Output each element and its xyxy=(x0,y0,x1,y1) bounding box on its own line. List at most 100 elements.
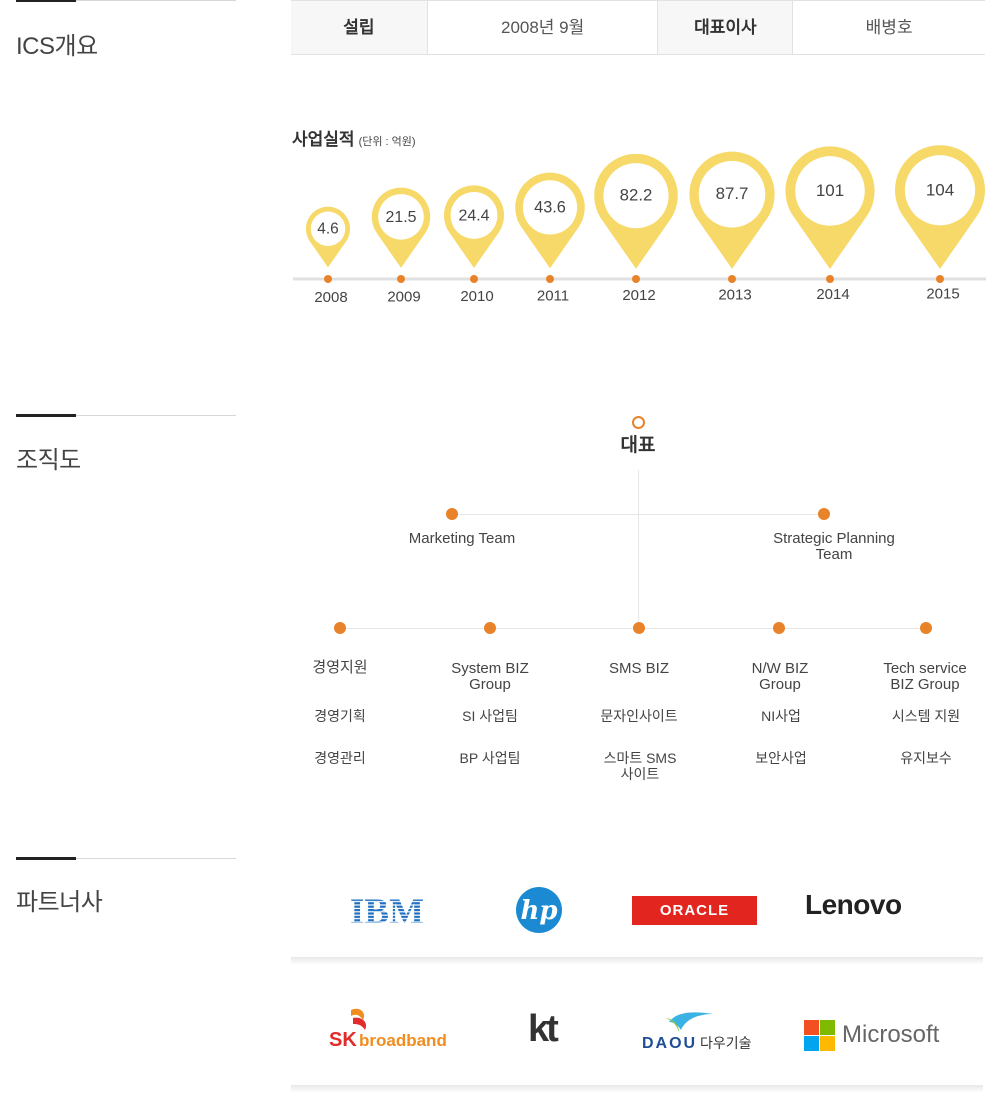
chart-tick-label: 2009 xyxy=(387,289,420,306)
chart-axis-dot xyxy=(936,275,944,283)
chart-pin: 4.6 xyxy=(305,206,351,268)
chart-data-label: 24.4 xyxy=(458,207,489,224)
org-section-divider xyxy=(16,414,236,417)
chart-pin: 104 xyxy=(894,145,985,269)
org-ceo: 대표 xyxy=(620,435,656,456)
chart-axis-dot xyxy=(826,275,834,283)
chart-tick-label: 2012 xyxy=(622,287,655,304)
partners-section-title: 파트너사 xyxy=(16,889,103,916)
org-sub-item: 유지보수 xyxy=(900,750,952,766)
group-node-icon xyxy=(484,622,496,634)
org-sub-item: 문자인사이트 xyxy=(600,708,678,724)
chart-pin: 101 xyxy=(785,146,875,269)
chart-axis-dot xyxy=(397,275,405,283)
org-team-line xyxy=(452,514,824,515)
ibm-logo-text: IBM xyxy=(350,892,424,926)
chart-data-label: 21.5 xyxy=(386,209,417,226)
chart-tick-label: 2008 xyxy=(314,289,347,306)
chart-axis-dot xyxy=(546,275,554,283)
group-node-icon xyxy=(920,622,932,634)
hp-logo-text: hp xyxy=(520,896,557,926)
founded-label: 설립 xyxy=(291,1,427,54)
ceo-node-icon xyxy=(632,416,645,429)
chart-pin: 82.2 xyxy=(594,153,678,269)
chart-data-label: 4.6 xyxy=(317,221,338,238)
org-team-strategic: Strategic Planning Team xyxy=(773,530,895,563)
chart-pin-inner xyxy=(378,194,424,240)
marketing-node-icon xyxy=(446,508,458,520)
kt-logo: kt xyxy=(528,1008,559,1050)
chart-title-text: 사업실적 xyxy=(292,130,355,149)
org-group-management: 경영지원 xyxy=(312,659,368,676)
chart-pin: 43.6 xyxy=(515,172,585,269)
chart-axis-dot xyxy=(324,275,332,283)
chart-pin-inner xyxy=(522,180,578,235)
founded-value: 2008년 9월 xyxy=(426,1,658,54)
chart-tick-label: 2013 xyxy=(718,287,751,304)
chart-pin: 24.4 xyxy=(443,185,505,268)
revenue-chart: 4.6 2008 21.5 2009 24.4 2010 43.6 2011 82.2 2012 8… xyxy=(293,145,986,306)
chart-title: 사업실적(단위 : 억원) xyxy=(292,125,416,150)
org-group-sms: SMS BIZ xyxy=(608,660,669,677)
ceo-value: 배병호 xyxy=(792,1,985,54)
chart-pin-inner xyxy=(795,156,865,226)
daou-logo-korean: 다우기술 xyxy=(700,1036,752,1052)
chart-pin-inner xyxy=(450,191,498,239)
chart-data-label: 87.7 xyxy=(716,184,749,203)
strategic-node-icon xyxy=(818,508,830,520)
chart-axis-dot xyxy=(470,275,478,283)
daou-logo: DAOU 다우기술 xyxy=(642,1012,752,1052)
partner-logo-row-1: IBM hp ORACLE Lenovo xyxy=(291,862,983,965)
chart-pin-inner xyxy=(603,163,669,229)
org-sub-item: 시스템 지원 xyxy=(891,708,961,724)
org-section-title: 조직도 xyxy=(16,447,81,474)
daou-wave-icon xyxy=(669,1012,713,1030)
org-sub-item: NI사업 xyxy=(761,708,801,724)
daou-logo-word: DAOU xyxy=(642,1035,697,1052)
org-sub-item: BP 사업팀 xyxy=(459,750,521,766)
chart-data-label: 104 xyxy=(926,180,954,199)
sk-logo-mark: SK xyxy=(329,1029,357,1051)
org-group-system: System BIZ Group xyxy=(451,660,529,693)
chart-tick-label: 2010 xyxy=(460,288,493,305)
sk-butterfly-icon xyxy=(351,1008,365,1020)
partners-section-divider xyxy=(16,857,236,860)
org-group-tech: Tech service BIZ Group xyxy=(883,660,967,693)
group-node-icon xyxy=(334,622,346,634)
chart-pin: 21.5 xyxy=(371,187,431,268)
chart-tick-label: 2014 xyxy=(816,286,849,303)
daou-leaf-icon xyxy=(665,1018,679,1032)
ceo-label: 대표이사 xyxy=(657,1,793,54)
group-node-icon xyxy=(773,622,785,634)
chart-pin-inner xyxy=(310,211,346,246)
chart-data-label: 43.6 xyxy=(534,198,566,216)
org-sub-item: 보안사업 xyxy=(755,750,807,766)
chart-tick-label: 2011 xyxy=(537,288,569,305)
group-node-icon xyxy=(633,622,645,634)
org-group-nw: N/W BIZ Group xyxy=(751,660,809,693)
hp-logo: hp xyxy=(516,887,562,933)
oracle-logo: ORACLE xyxy=(632,896,757,925)
chart-pin-inner xyxy=(698,160,766,228)
microsoft-logo: Microsoft xyxy=(842,1021,940,1048)
chart-pin-inner xyxy=(904,155,976,226)
lenovo-logo: Lenovo xyxy=(805,889,902,920)
chart-data-label: 101 xyxy=(816,181,844,200)
chart-pin: 87.7 xyxy=(689,151,775,269)
microsoft-windows-icon xyxy=(804,1020,836,1052)
org-trunk-line xyxy=(638,470,639,630)
org-team-marketing: Marketing Team xyxy=(408,530,516,547)
org-sub-item: 경영관리 xyxy=(314,750,366,766)
chart-tick-label: 2015 xyxy=(926,286,959,303)
sk-butterfly-icon xyxy=(353,1017,367,1030)
sk-logo-word: broadband xyxy=(359,1031,447,1050)
ibm-logo: IBM xyxy=(350,892,424,926)
chart-axis-dot xyxy=(728,275,736,283)
chart-unit: (단위 : 억원) xyxy=(358,136,416,148)
org-sub-item: 스마트 SMS 사이트 xyxy=(603,750,677,782)
org-sub-item: 경영기획 xyxy=(314,708,366,724)
company-info-table: 설립 2008년 9월 대표이사 배병호 xyxy=(291,0,985,55)
org-sub-item: SI 사업팀 xyxy=(462,708,518,724)
chart-data-label: 82.2 xyxy=(620,186,653,205)
chart-axis-dot xyxy=(632,275,640,283)
